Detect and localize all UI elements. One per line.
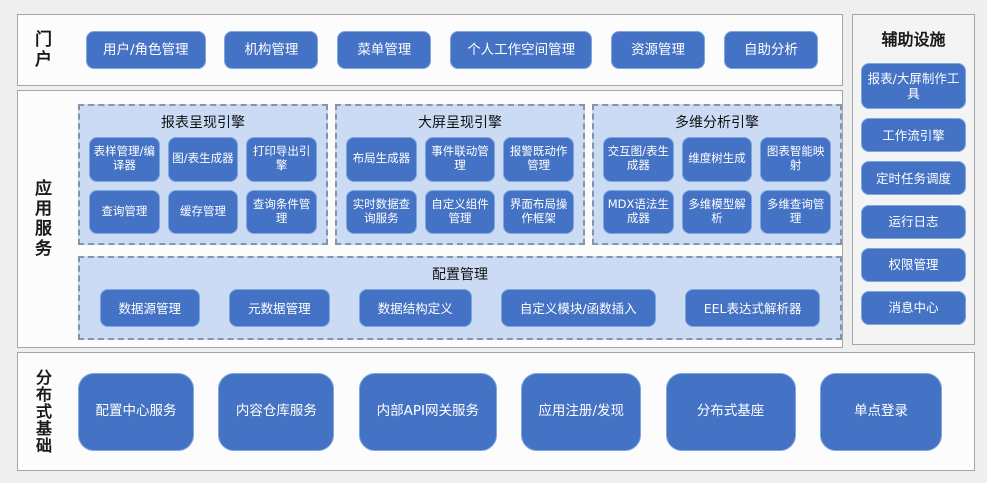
config-title: 配置管理	[432, 267, 488, 283]
dist-btn-api-gateway: 内部API网关服务	[358, 372, 497, 451]
dist-btn-distributed-base: 分布式基座	[665, 372, 796, 451]
engine-grid: 布局生成器 事件联动管理 报警既动作管理 实时数据查询服务 自定义组件管理 界面…	[346, 137, 574, 234]
engine-item: 界面布局操作框架	[503, 189, 574, 234]
engine-item: 表样管理/编译器	[89, 137, 160, 182]
engine-item: 多维模型解析	[681, 189, 753, 234]
engine-item: MDX语法生成器	[603, 189, 674, 234]
engine-item: 打印导出引擎	[246, 137, 317, 182]
config-item: 元数据管理	[229, 289, 330, 327]
engine-item: 报警既动作管理	[503, 137, 574, 182]
engine-item: 实时数据查询服务	[346, 189, 417, 234]
dist-btn-content-repo: 内容仓库服务	[218, 372, 335, 451]
app-services-label: 应用服务	[31, 179, 51, 259]
engine-grid: 交互图/表生成器 维度树生成 图表智能映射 MDX语法生成器 多维模型解析 多维…	[603, 137, 831, 234]
engine-item: 图/表生成器	[167, 137, 239, 182]
engine-grid: 表样管理/编译器 图/表生成器 打印导出引擎 查询管理 缓存管理 查询条件管理	[89, 137, 317, 234]
engine-item: 自定义组件管理	[424, 189, 496, 234]
engine-item: 图表智能映射	[760, 137, 831, 182]
distributed-section: 分布式基础 配置中心服务 内容仓库服务 内部API网关服务 应用注册/发现 分布…	[17, 352, 975, 471]
config-panel: 配置管理 数据源管理 元数据管理 数据结构定义 自定义模块/函数插入 EEL表达…	[78, 256, 842, 340]
config-item: EEL表达式解析器	[684, 289, 821, 327]
auxiliary-section: 辅助设施 报表/大屏制作工具 工作流引擎 定时任务调度 运行日志 权限管理 消息…	[852, 14, 975, 345]
engine-item: 多维查询管理	[760, 189, 831, 234]
config-item: 数据结构定义	[358, 289, 472, 327]
aux-btn-report-tool: 报表/大屏制作工具	[861, 63, 966, 110]
portal-btn-resource: 资源管理	[611, 31, 706, 69]
aux-btn-permission: 权限管理	[861, 247, 966, 282]
engine-item: 交互图/表生成器	[603, 137, 674, 182]
dist-btn-sso: 单点登录	[819, 372, 942, 451]
config-row: 数据源管理 元数据管理 数据结构定义 自定义模块/函数插入 EEL表达式解析器	[90, 286, 830, 330]
auxiliary-title: 辅助设施	[881, 30, 946, 49]
app-services-section: 应用服务 报表呈现引擎 表样管理/编译器 图/表生成器 打印导出引擎 查询管理 …	[17, 90, 843, 348]
engine-panels-row: 报表呈现引擎 表样管理/编译器 图/表生成器 打印导出引擎 查询管理 缓存管理 …	[78, 104, 842, 245]
engine-item: 布局生成器	[346, 137, 417, 182]
engine-item: 查询管理	[89, 189, 160, 234]
engine-title: 多维分析引擎	[675, 115, 759, 131]
config-item: 自定义模块/函数插入	[500, 289, 656, 327]
portal-btn-org: 机构管理	[224, 31, 319, 69]
engine-panel-olap: 多维分析引擎 交互图/表生成器 维度树生成 图表智能映射 MDX语法生成器 多维…	[592, 104, 842, 245]
portal-button-row: 用户/角色管理 机构管理 菜单管理 个人工作空间管理 资源管理 自助分析	[54, 31, 842, 69]
aux-btn-workflow: 工作流引擎	[861, 118, 966, 153]
distributed-label: 分布式基础	[33, 369, 52, 454]
engine-panel-report: 报表呈现引擎 表样管理/编译器 图/表生成器 打印导出引擎 查询管理 缓存管理 …	[78, 104, 328, 245]
engine-item: 维度树生成	[681, 137, 753, 182]
dist-btn-config-center: 配置中心服务	[78, 372, 194, 451]
aux-btn-runlog: 运行日志	[861, 204, 966, 239]
portal-btn-self-analysis: 自助分析	[723, 31, 818, 69]
engine-item: 事件联动管理	[424, 137, 496, 182]
portal-section: 门户 用户/角色管理 机构管理 菜单管理 个人工作空间管理 资源管理 自助分析	[17, 14, 843, 86]
engine-item: 缓存管理	[167, 189, 239, 234]
dist-btn-app-registry: 应用注册/发现	[521, 372, 642, 451]
auxiliary-button-column: 报表/大屏制作工具 工作流引擎 定时任务调度 运行日志 权限管理 消息中心	[861, 54, 966, 334]
portal-btn-menu: 菜单管理	[337, 31, 432, 69]
portal-btn-workspace: 个人工作空间管理	[450, 31, 593, 69]
engine-title: 报表呈现引擎	[161, 115, 245, 131]
aux-btn-message-center: 消息中心	[861, 290, 966, 325]
distributed-button-row: 配置中心服务 内容仓库服务 内部API网关服务 应用注册/发现 分布式基座 单点…	[54, 372, 974, 451]
portal-label: 门户	[31, 30, 51, 70]
portal-btn-user-role: 用户/角色管理	[86, 31, 206, 69]
engine-item: 查询条件管理	[246, 189, 317, 234]
config-item: 数据源管理	[99, 289, 201, 327]
engine-panel-bigscreen: 大屏呈现引擎 布局生成器 事件联动管理 报警既动作管理 实时数据查询服务 自定义…	[335, 104, 585, 245]
aux-btn-scheduler: 定时任务调度	[861, 161, 966, 196]
engine-title: 大屏呈现引擎	[418, 115, 502, 131]
